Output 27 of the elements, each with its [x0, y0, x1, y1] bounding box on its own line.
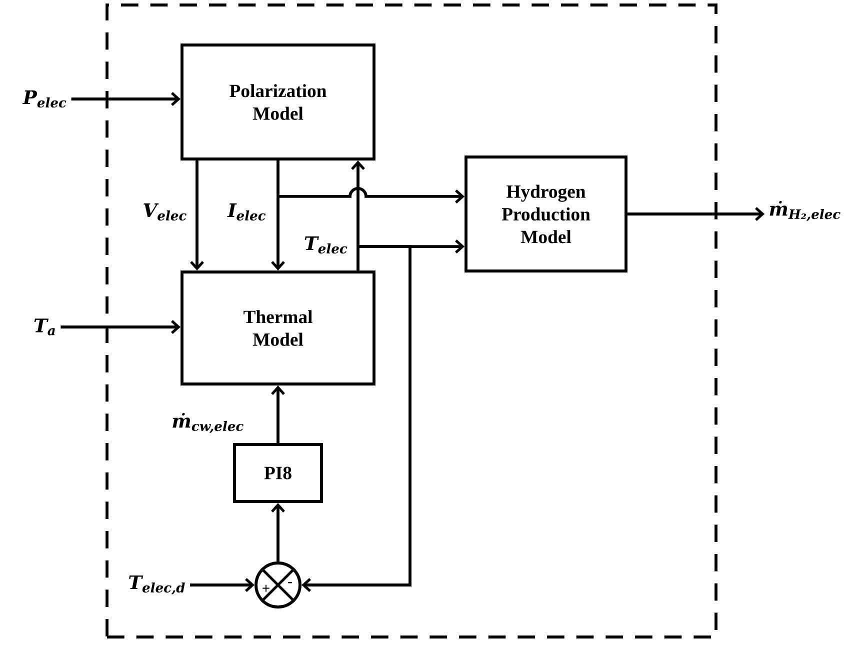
arrow: [271, 502, 285, 562]
arrow: [278, 187, 465, 204]
sign-label: -: [288, 582, 292, 584]
arrow: [271, 385, 285, 444]
summing-junction: [254, 562, 302, 608]
process-box: Polarization Model: [180, 44, 376, 160]
edge-label: V$_{elec}$: [144, 203, 186, 221]
arrow: [71, 92, 181, 106]
arrow: [190, 160, 204, 271]
arrow: [190, 578, 255, 592]
process-box: PI8: [233, 443, 323, 503]
arrow: [271, 160, 285, 271]
signal-label: T$_{elec,d}$: [129, 575, 185, 595]
edge-label: T$_{elec}$: [304, 236, 348, 254]
signal-label: ṁ$_{H₂,elec}$: [770, 200, 840, 222]
process-box: Hydrogen Production Model: [464, 156, 628, 272]
signal-label: P$_{elec}$: [22, 90, 66, 108]
edge-label: I$_{elec}$: [227, 203, 266, 221]
process-box: Thermal Model: [180, 270, 376, 386]
arrow: [351, 160, 365, 271]
arrow: [627, 207, 765, 221]
arrow: [301, 245, 412, 592]
system-boundary: [106, 4, 718, 638]
arrow: [60, 320, 181, 334]
edge-label: ṁ$_{cw,elec}$: [172, 412, 244, 434]
sign-label: +: [262, 584, 270, 592]
signal-label: T$_{a}$: [34, 318, 55, 336]
